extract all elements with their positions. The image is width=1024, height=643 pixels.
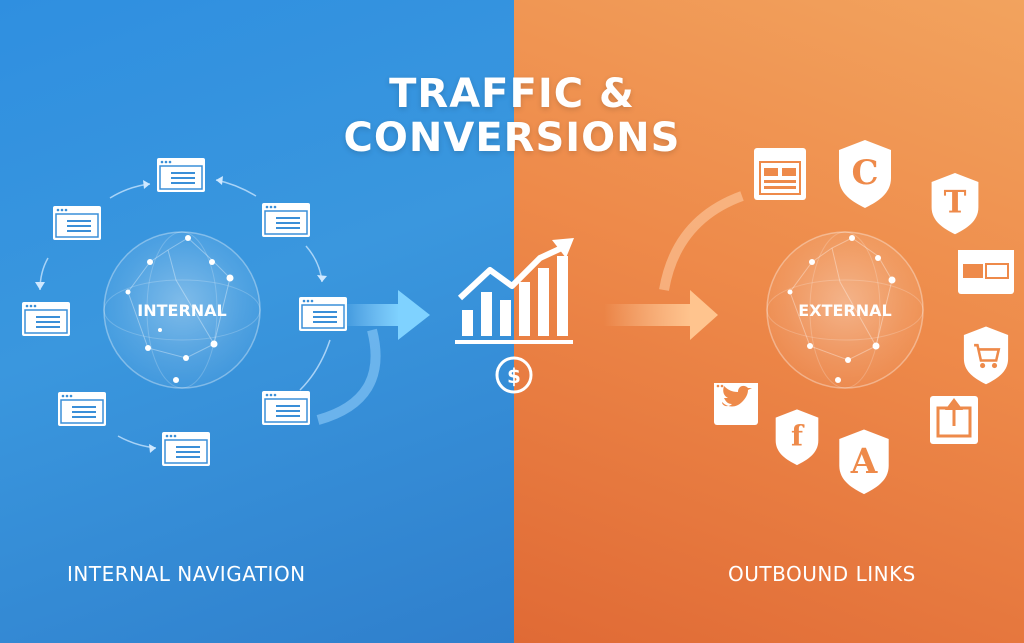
external-caption: OUTBOUND LINKS <box>728 562 916 586</box>
internal-globe: INTERNAL <box>103 231 261 389</box>
page-icon <box>261 202 311 238</box>
page-icon <box>298 296 348 332</box>
shield-f-icon: f <box>775 409 819 466</box>
shield-c-letter: C <box>851 153 878 193</box>
shield-t-icon: T <box>931 173 979 235</box>
shield-a-letter: A <box>850 442 878 482</box>
title-line-2: CONVERSIONS <box>343 115 681 161</box>
shield-t-letter: T <box>944 185 967 221</box>
shopping-cart-shield-icon <box>963 326 1009 385</box>
browser-window-icon <box>958 250 1014 294</box>
shield-f-letter: f <box>791 419 805 452</box>
webpage-icon <box>754 148 806 200</box>
page-icon <box>156 157 206 193</box>
shield-c-icon: C <box>839 140 891 208</box>
page-icon <box>52 205 102 241</box>
center-to-external-arrow <box>604 191 744 340</box>
external-globe-label: EXTERNAL <box>798 301 891 320</box>
page-icon <box>57 391 107 427</box>
internal-caption: INTERNAL NAVIGATION <box>67 562 306 586</box>
internal-globe-label: INTERNAL <box>137 301 226 320</box>
internal-arrowheads <box>35 176 327 453</box>
share-icon <box>930 396 978 444</box>
main-title: TRAFFIC & CONVERSIONS <box>0 72 1024 160</box>
twitter-icon <box>714 383 758 425</box>
dollar-icon: $ <box>495 356 533 394</box>
dollar-symbol: $ <box>507 364 521 388</box>
external-site-icons: C T <box>714 140 1014 495</box>
page-icon <box>261 390 311 426</box>
internal-to-center-arrow <box>316 290 430 425</box>
page-icon <box>161 431 211 467</box>
growth-chart-icon <box>455 238 574 344</box>
external-globe: EXTERNAL <box>766 231 924 389</box>
page-icon <box>21 301 71 337</box>
shield-a-icon: A <box>839 429 889 495</box>
title-line-1: TRAFFIC & <box>389 71 635 117</box>
